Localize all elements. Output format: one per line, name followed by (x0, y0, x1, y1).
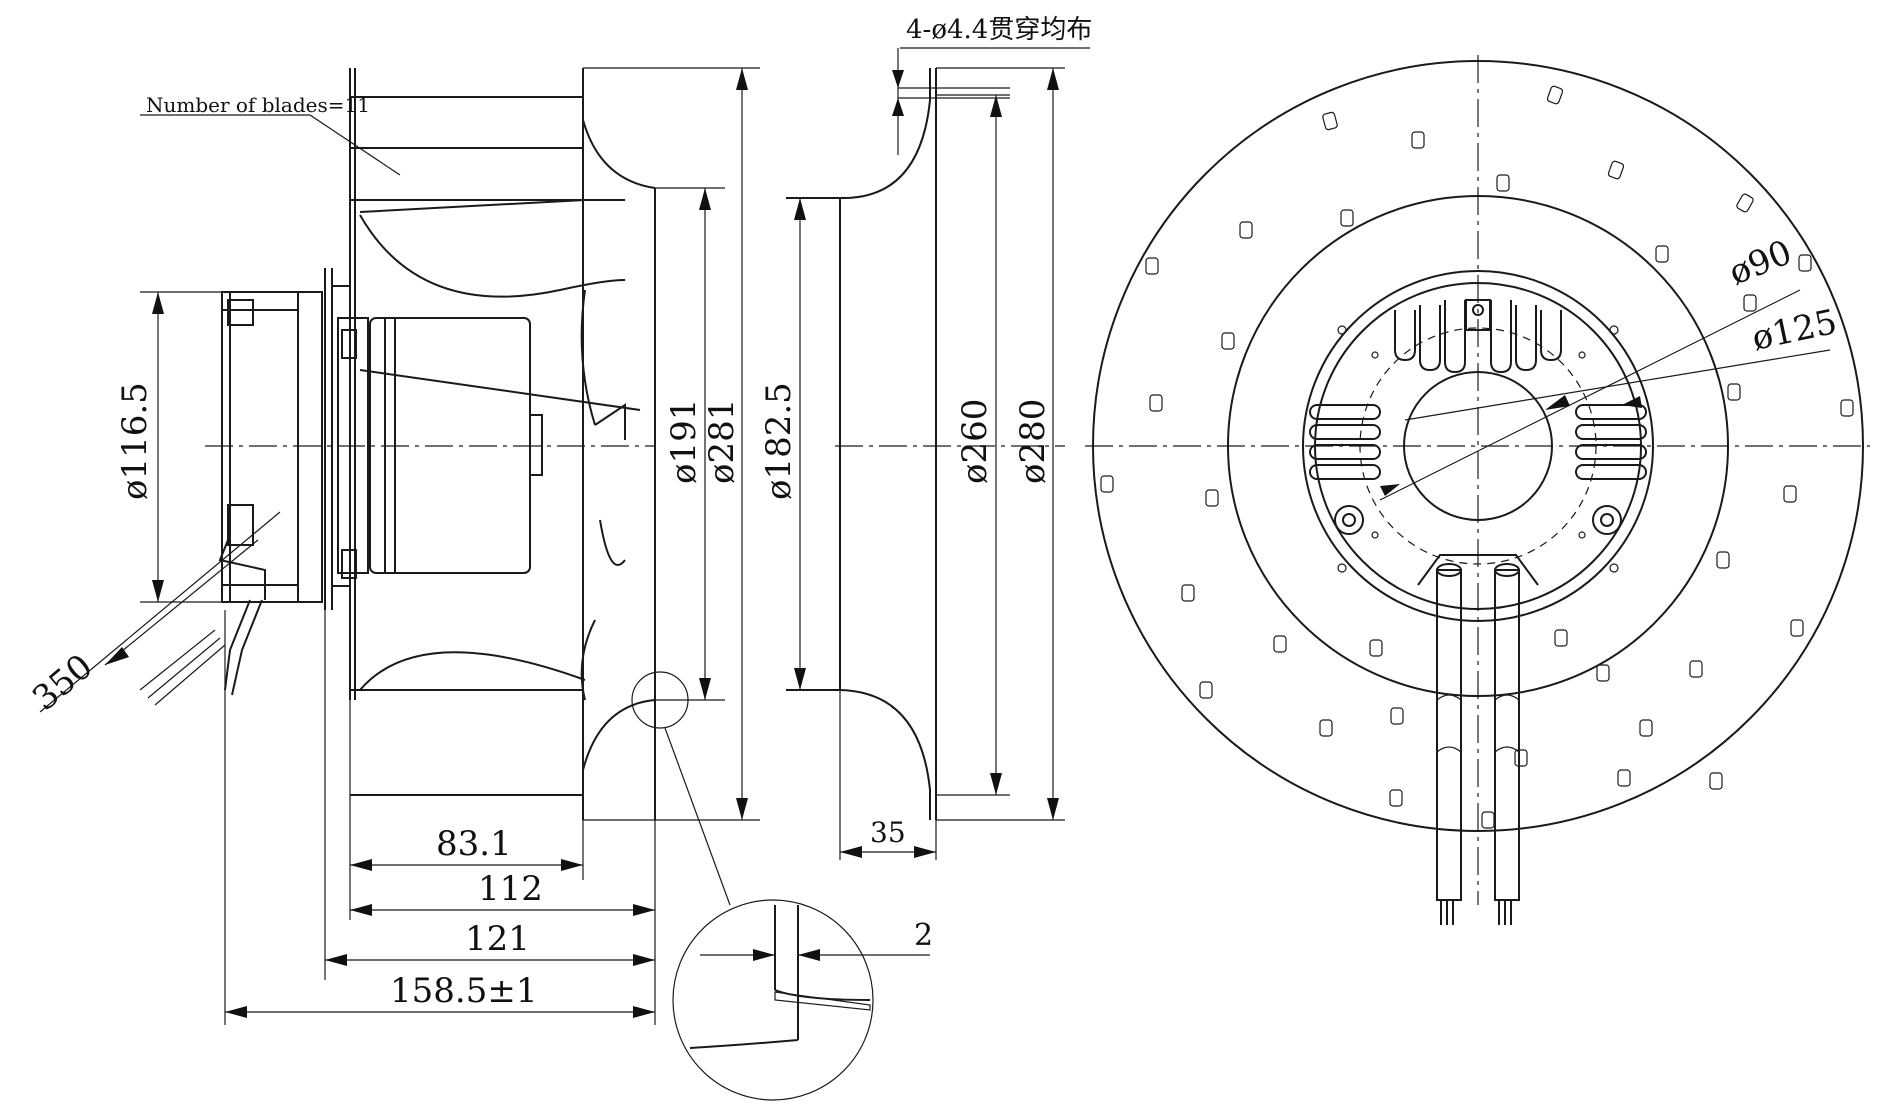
dim-width-121: 121 (465, 919, 530, 959)
dim-motor-dia: ø116.5 (115, 382, 155, 500)
side-view (39, 67, 930, 1101)
dim-ring-280: ø280 (1013, 399, 1053, 484)
blade-slots (1100, 85, 1854, 829)
dim-width-112: 112 (478, 869, 543, 909)
dim-inlet-191: ø191 (664, 399, 704, 484)
dim-outer-281: ø281 (702, 399, 742, 484)
dim-ring-260: ø260 (955, 399, 995, 484)
dim-ring-182: ø182.5 (759, 382, 799, 500)
dim-width-158: 158.5±1 (390, 971, 537, 1011)
inlet-ring-section (786, 47, 1090, 860)
dim-ring-depth: 35 (870, 816, 906, 849)
dim-thickness: 2 (914, 918, 933, 953)
dim-cable-length: 350 (25, 647, 100, 719)
dim-front-90: ø90 (1723, 232, 1797, 293)
holes-label: 4-ø4.4贯穿均布 (906, 15, 1092, 45)
blade-count-label: Number of blades=11 (146, 93, 370, 117)
side-fins (1309, 404, 1647, 480)
dim-width-83: 83.1 (436, 824, 512, 864)
front-view (1085, 55, 1870, 925)
top-fins (1394, 299, 1562, 374)
